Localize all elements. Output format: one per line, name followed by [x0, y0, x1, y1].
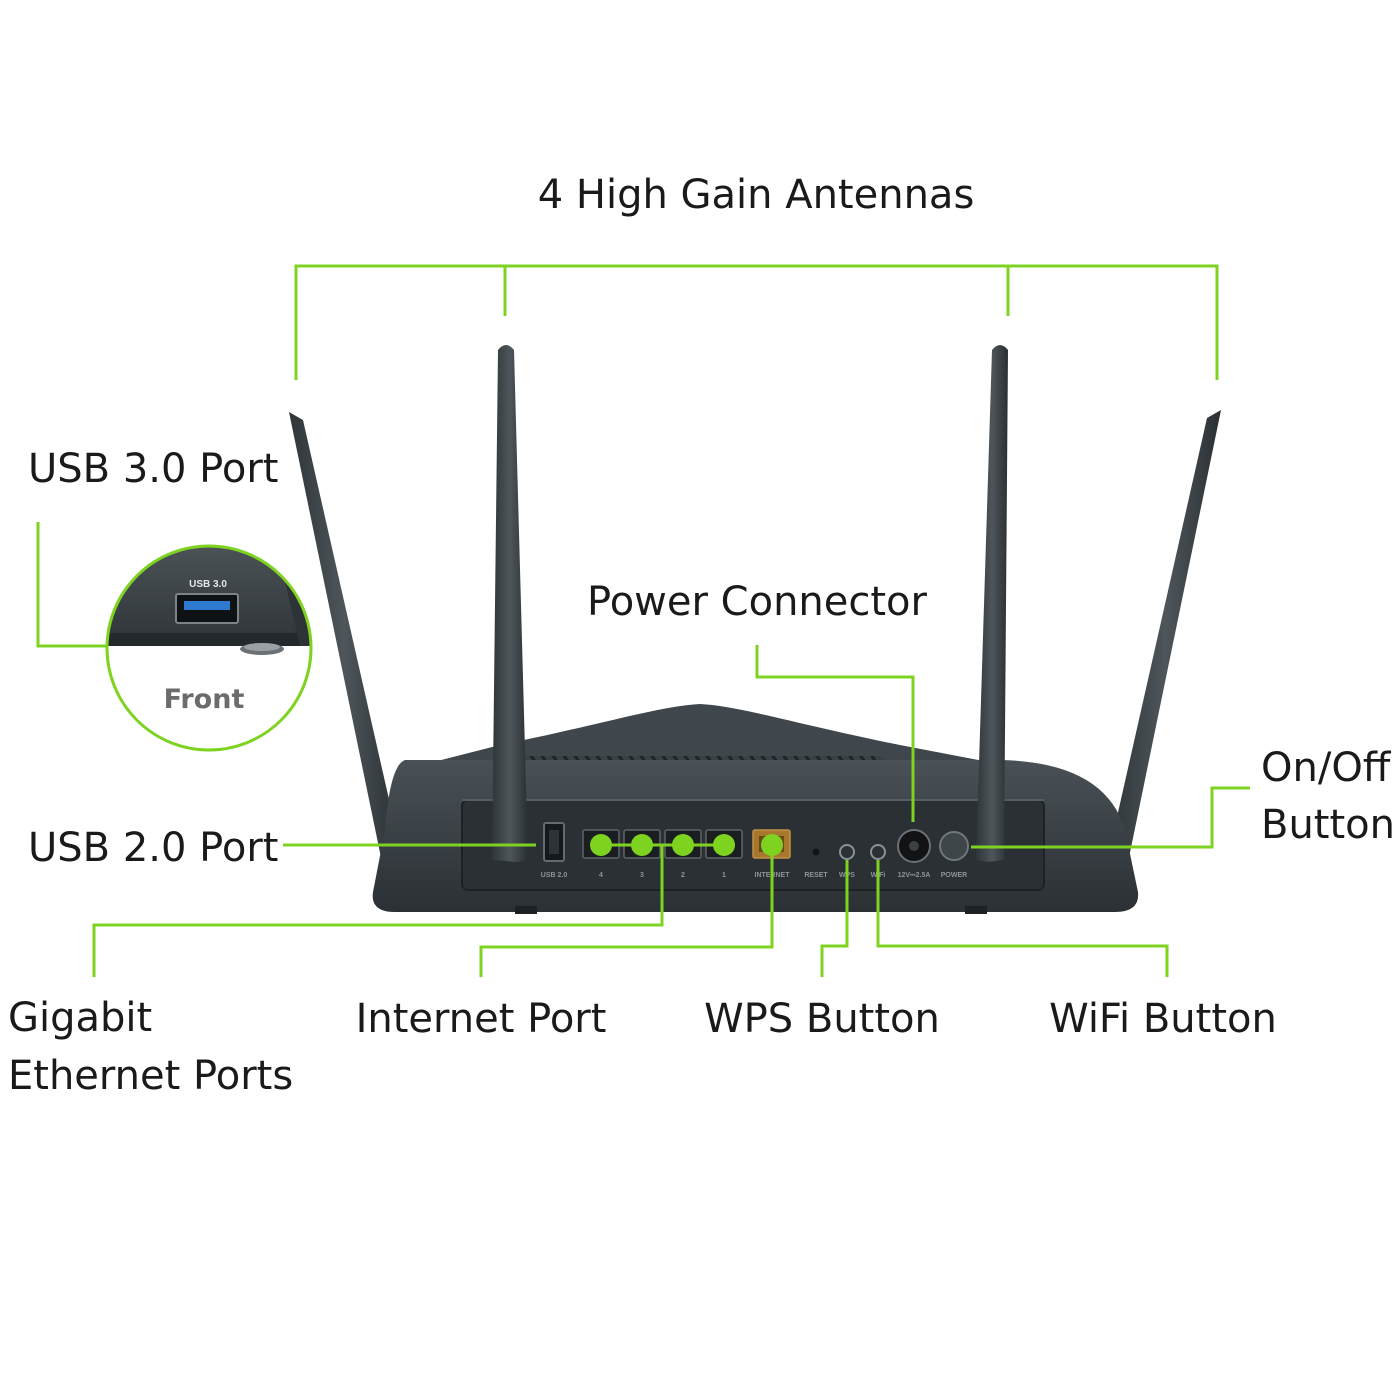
antenna-outer-right — [1110, 410, 1221, 872]
callout-lines — [36, 264, 1250, 977]
panel-label-reset: RESET — [804, 872, 828, 879]
callout-labels: 4 High Gain Antennas USB 3.0 Port Power … — [8, 172, 1395, 1099]
label-gigabit-line1: Gigabit — [8, 995, 152, 1041]
leader-gigabit — [92, 843, 724, 977]
usb3-port-label: USB 3.0 — [189, 579, 227, 590]
usb2-port — [543, 822, 565, 862]
leader-usb3 — [36, 522, 107, 648]
panel-label-lan1: 1 — [722, 872, 726, 879]
router-top-housing — [410, 704, 1020, 768]
panel-label-lan2: 2 — [681, 872, 685, 879]
leader-internet — [479, 845, 774, 977]
inset-front-label: Front — [164, 684, 245, 715]
label-gigabit-line2: Ethernet Ports — [8, 1053, 293, 1099]
reset-pinhole — [812, 848, 820, 856]
leader-onoff — [971, 786, 1250, 849]
label-antennas: 4 High Gain Antennas — [538, 172, 975, 218]
power-connector — [897, 829, 931, 863]
leader-power-connector — [755, 645, 915, 822]
label-onoff-line1: On/Off — [1261, 745, 1392, 791]
panel-label-lan4: 4 — [599, 872, 603, 879]
panel-label-power: POWER — [941, 872, 967, 879]
power-button — [939, 831, 969, 861]
antenna-outer-left — [289, 412, 400, 872]
label-usb2: USB 2.0 Port — [28, 825, 278, 871]
panel-label-lan3: 3 — [640, 872, 644, 879]
antenna-inner-right — [976, 345, 1008, 862]
wifi-button — [870, 844, 886, 860]
usb3-front-inset: USB 3.0 Front — [105, 544, 313, 752]
label-usb3: USB 3.0 Port — [28, 446, 278, 492]
label-power-connector: Power Connector — [587, 579, 928, 625]
marker-lan4 — [590, 834, 612, 856]
antenna-inner-left — [492, 345, 528, 862]
marker-lan1 — [713, 834, 735, 856]
panel-label-usb2: USB 2.0 — [541, 872, 568, 879]
panel-label-power-rating: 12V⎓2.5A — [898, 872, 931, 879]
foot-right — [965, 906, 987, 914]
wps-button — [839, 844, 855, 860]
leader-wps — [820, 860, 849, 977]
label-wps: WPS Button — [704, 996, 940, 1042]
leader-antennas — [294, 264, 1219, 380]
label-internet: Internet Port — [356, 996, 607, 1042]
marker-lan2 — [672, 834, 694, 856]
label-onoff-line2: Button — [1261, 802, 1395, 848]
foot-left — [515, 906, 537, 914]
usb3-port — [175, 593, 239, 624]
marker-lan3 — [631, 834, 653, 856]
label-wifi: WiFi Button — [1049, 996, 1277, 1042]
router: USB 2.0 4 3 2 1 INTERNET RESET WPS WiFi … — [289, 345, 1221, 914]
leader-wifi — [876, 860, 1169, 977]
marker-internet — [761, 834, 783, 856]
